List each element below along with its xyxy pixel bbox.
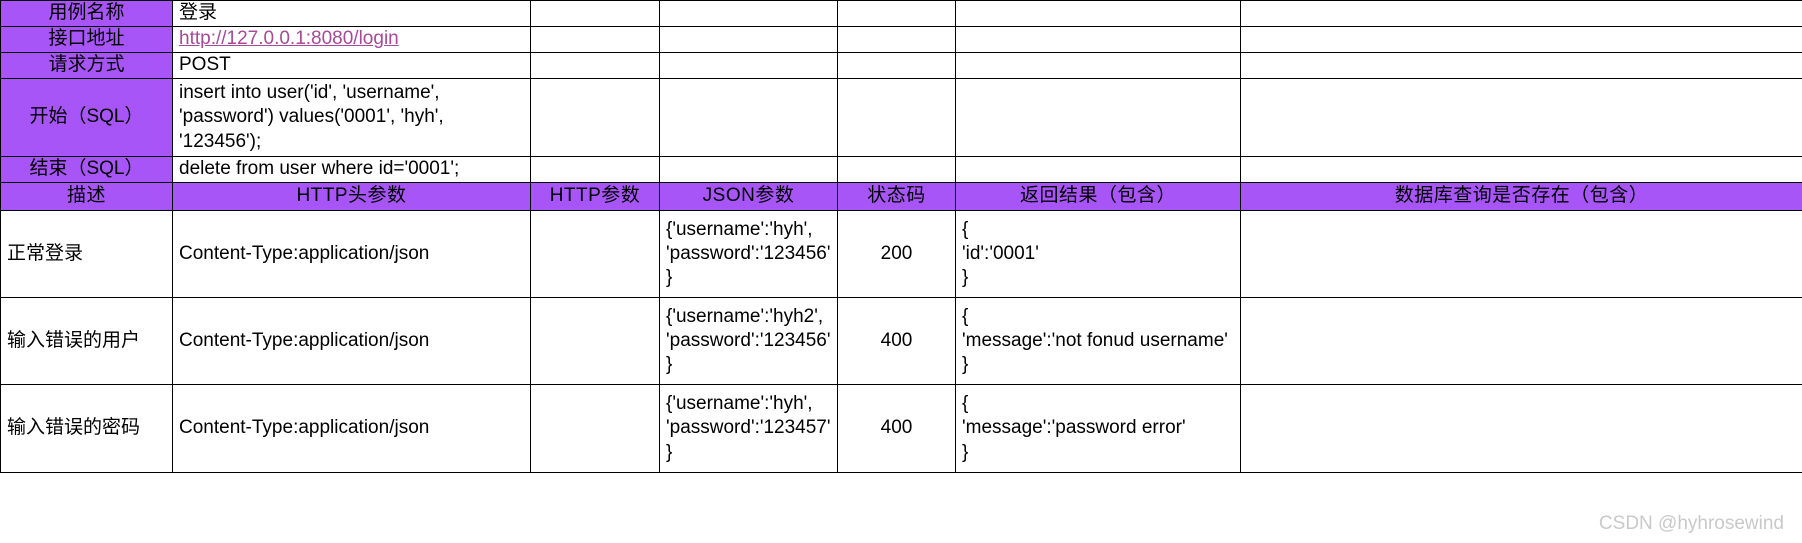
label-teardown-sql: 结束（SQL） — [0, 156, 173, 183]
spacer-cell — [955, 52, 1241, 79]
spacer-cell — [955, 0, 1241, 27]
column-header-response[interactable]: 返回结果（包含） — [955, 182, 1241, 211]
value-setup-sql[interactable]: insert into user('id', 'username', 'pass… — [172, 78, 531, 157]
column-header-http-params[interactable]: HTTP参数 — [530, 182, 660, 211]
spacer-cell — [530, 26, 660, 53]
cell-http-headers[interactable]: Content-Type:application/json — [172, 210, 531, 298]
spacer-cell — [837, 52, 956, 79]
label-endpoint: 接口地址 — [0, 26, 173, 53]
value-endpoint[interactable]: http://127.0.0.1:8080/login — [172, 26, 531, 53]
cell-db-check[interactable] — [1240, 384, 1802, 473]
cell-desc[interactable]: 正常登录 — [0, 210, 173, 298]
spacer-cell — [837, 78, 956, 157]
cell-http-params[interactable] — [530, 384, 660, 473]
testcase-table: 用例名称 登录 接口地址 http://127.0.0.1:8080/login — [0, 0, 1802, 473]
spacer-cell — [659, 0, 838, 27]
spacer-cell — [530, 0, 660, 27]
spacer-cell — [1240, 156, 1802, 183]
cell-db-check[interactable] — [1240, 297, 1802, 385]
label-request-method: 请求方式 — [0, 52, 173, 79]
column-header-status-code[interactable]: 状态码 — [837, 182, 956, 211]
spacer-cell — [1240, 0, 1802, 27]
cell-json-params[interactable]: {'username':'hyh', 'password':'123456'} — [659, 210, 838, 298]
table-header-row: 描述 HTTP头参数 HTTP参数 JSON参数 状态码 返回结果（包含） 数据… — [0, 182, 1802, 211]
cell-status-code[interactable]: 400 — [837, 384, 956, 473]
table-row: 输入错误的密码 Content-Type:application/json {'… — [0, 384, 1802, 473]
table-row: 正常登录 Content-Type:application/json {'use… — [0, 210, 1802, 298]
cell-status-code[interactable]: 200 — [837, 210, 956, 298]
endpoint-link[interactable]: http://127.0.0.1:8080/login — [179, 28, 399, 50]
cell-response[interactable]: { 'message':'not fonud username' } — [955, 297, 1241, 385]
cell-db-check[interactable] — [1240, 210, 1802, 298]
spacer-cell — [1240, 78, 1802, 157]
cell-http-params[interactable] — [530, 210, 660, 298]
info-row-method: 请求方式 POST — [0, 52, 1802, 79]
cell-desc[interactable]: 输入错误的密码 — [0, 384, 173, 473]
spacer-cell — [837, 26, 956, 53]
label-case-name: 用例名称 — [0, 0, 173, 27]
spacer-cell — [1240, 26, 1802, 53]
cell-http-params[interactable] — [530, 297, 660, 385]
label-setup-sql: 开始（SQL） — [0, 78, 173, 157]
info-row-teardown-sql: 结束（SQL） delete from user where id='0001'… — [0, 156, 1802, 183]
info-row-setup-sql: 开始（SQL） insert into user('id', 'username… — [0, 78, 1802, 157]
value-case-name[interactable]: 登录 — [172, 0, 531, 27]
spacer-cell — [1240, 52, 1802, 79]
cell-json-params[interactable]: {'username':'hyh2', 'password':'123456'} — [659, 297, 838, 385]
info-row-case-name: 用例名称 登录 — [0, 0, 1802, 27]
cell-status-code[interactable]: 400 — [837, 297, 956, 385]
spacer-cell — [659, 52, 838, 79]
spacer-cell — [837, 0, 956, 27]
spacer-cell — [837, 156, 956, 183]
cell-http-headers[interactable]: Content-Type:application/json — [172, 384, 531, 473]
spacer-cell — [955, 156, 1241, 183]
table-row: 输入错误的用户 Content-Type:application/json {'… — [0, 297, 1802, 385]
spacer-cell — [955, 78, 1241, 157]
column-header-db-check[interactable]: 数据库查询是否存在（包含） — [1240, 182, 1802, 211]
spacer-cell — [530, 52, 660, 79]
cell-http-headers[interactable]: Content-Type:application/json — [172, 297, 531, 385]
column-header-http-headers[interactable]: HTTP头参数 — [172, 182, 531, 211]
value-request-method[interactable]: POST — [172, 52, 531, 79]
spacer-cell — [530, 156, 660, 183]
cell-desc[interactable]: 输入错误的用户 — [0, 297, 173, 385]
column-header-desc[interactable]: 描述 — [0, 182, 173, 211]
cell-response[interactable]: { 'message':'password error' } — [955, 384, 1241, 473]
spacer-cell — [659, 78, 838, 157]
info-row-endpoint: 接口地址 http://127.0.0.1:8080/login — [0, 26, 1802, 53]
cell-response[interactable]: { 'id':'0001' } — [955, 210, 1241, 298]
value-teardown-sql[interactable]: delete from user where id='0001'; — [172, 156, 531, 183]
cell-json-params[interactable]: {'username':'hyh', 'password':'123457'} — [659, 384, 838, 473]
csdn-watermark: CSDN @hyhrosewind — [1598, 513, 1784, 534]
column-header-json-params[interactable]: JSON参数 — [659, 182, 838, 211]
spacer-cell — [659, 26, 838, 53]
spacer-cell — [955, 26, 1241, 53]
spacer-cell — [530, 78, 660, 157]
spacer-cell — [659, 156, 838, 183]
